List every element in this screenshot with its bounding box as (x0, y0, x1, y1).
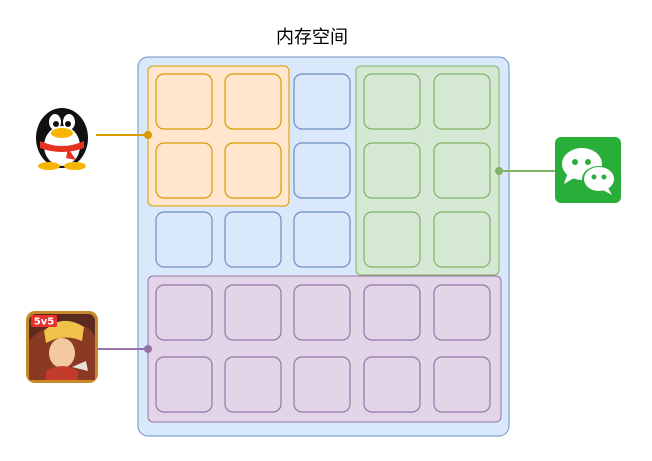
memory-cell-grid (155, 73, 491, 413)
game-connector-dot (144, 345, 152, 353)
memory-cell-game (363, 284, 421, 341)
memory-cell-wechat (363, 211, 421, 268)
game-5v5-badge: 5v5 (31, 315, 57, 328)
memory-cell-game (155, 284, 213, 341)
memory-cell-qq (224, 73, 282, 130)
memory-cell-qq (224, 142, 282, 199)
memory-cell-free (293, 73, 351, 130)
wechat-connector-dot (495, 167, 503, 175)
memory-cell-qq (155, 73, 213, 130)
memory-cell-wechat (433, 142, 491, 199)
memory-cell-wechat (363, 73, 421, 130)
memory-cell-game (224, 284, 282, 341)
game-hero-icon: 5v5 (26, 311, 98, 383)
memory-cell-wechat (433, 73, 491, 130)
memory-cell-game (363, 356, 421, 413)
memory-cell-free (155, 211, 213, 268)
qq-connector-dot (144, 131, 152, 139)
memory-cell-game (224, 356, 282, 413)
memory-cell-wechat (433, 211, 491, 268)
wechat-chat-bubbles-icon (555, 137, 621, 203)
memory-cell-game (433, 284, 491, 341)
memory-cell-free (293, 142, 351, 199)
memory-cell-free (224, 211, 282, 268)
memory-cell-game (293, 356, 351, 413)
memory-cell-game (155, 356, 213, 413)
memory-cell-game (293, 284, 351, 341)
memory-cell-game (433, 356, 491, 413)
penguin-icon (36, 108, 88, 170)
memory-cell-qq (155, 142, 213, 199)
diagram-title: 内存空间 (276, 27, 348, 48)
svg-text:5v5: 5v5 (34, 317, 54, 328)
memory-cell-wechat (363, 142, 421, 199)
memory-cell-free (293, 211, 351, 268)
